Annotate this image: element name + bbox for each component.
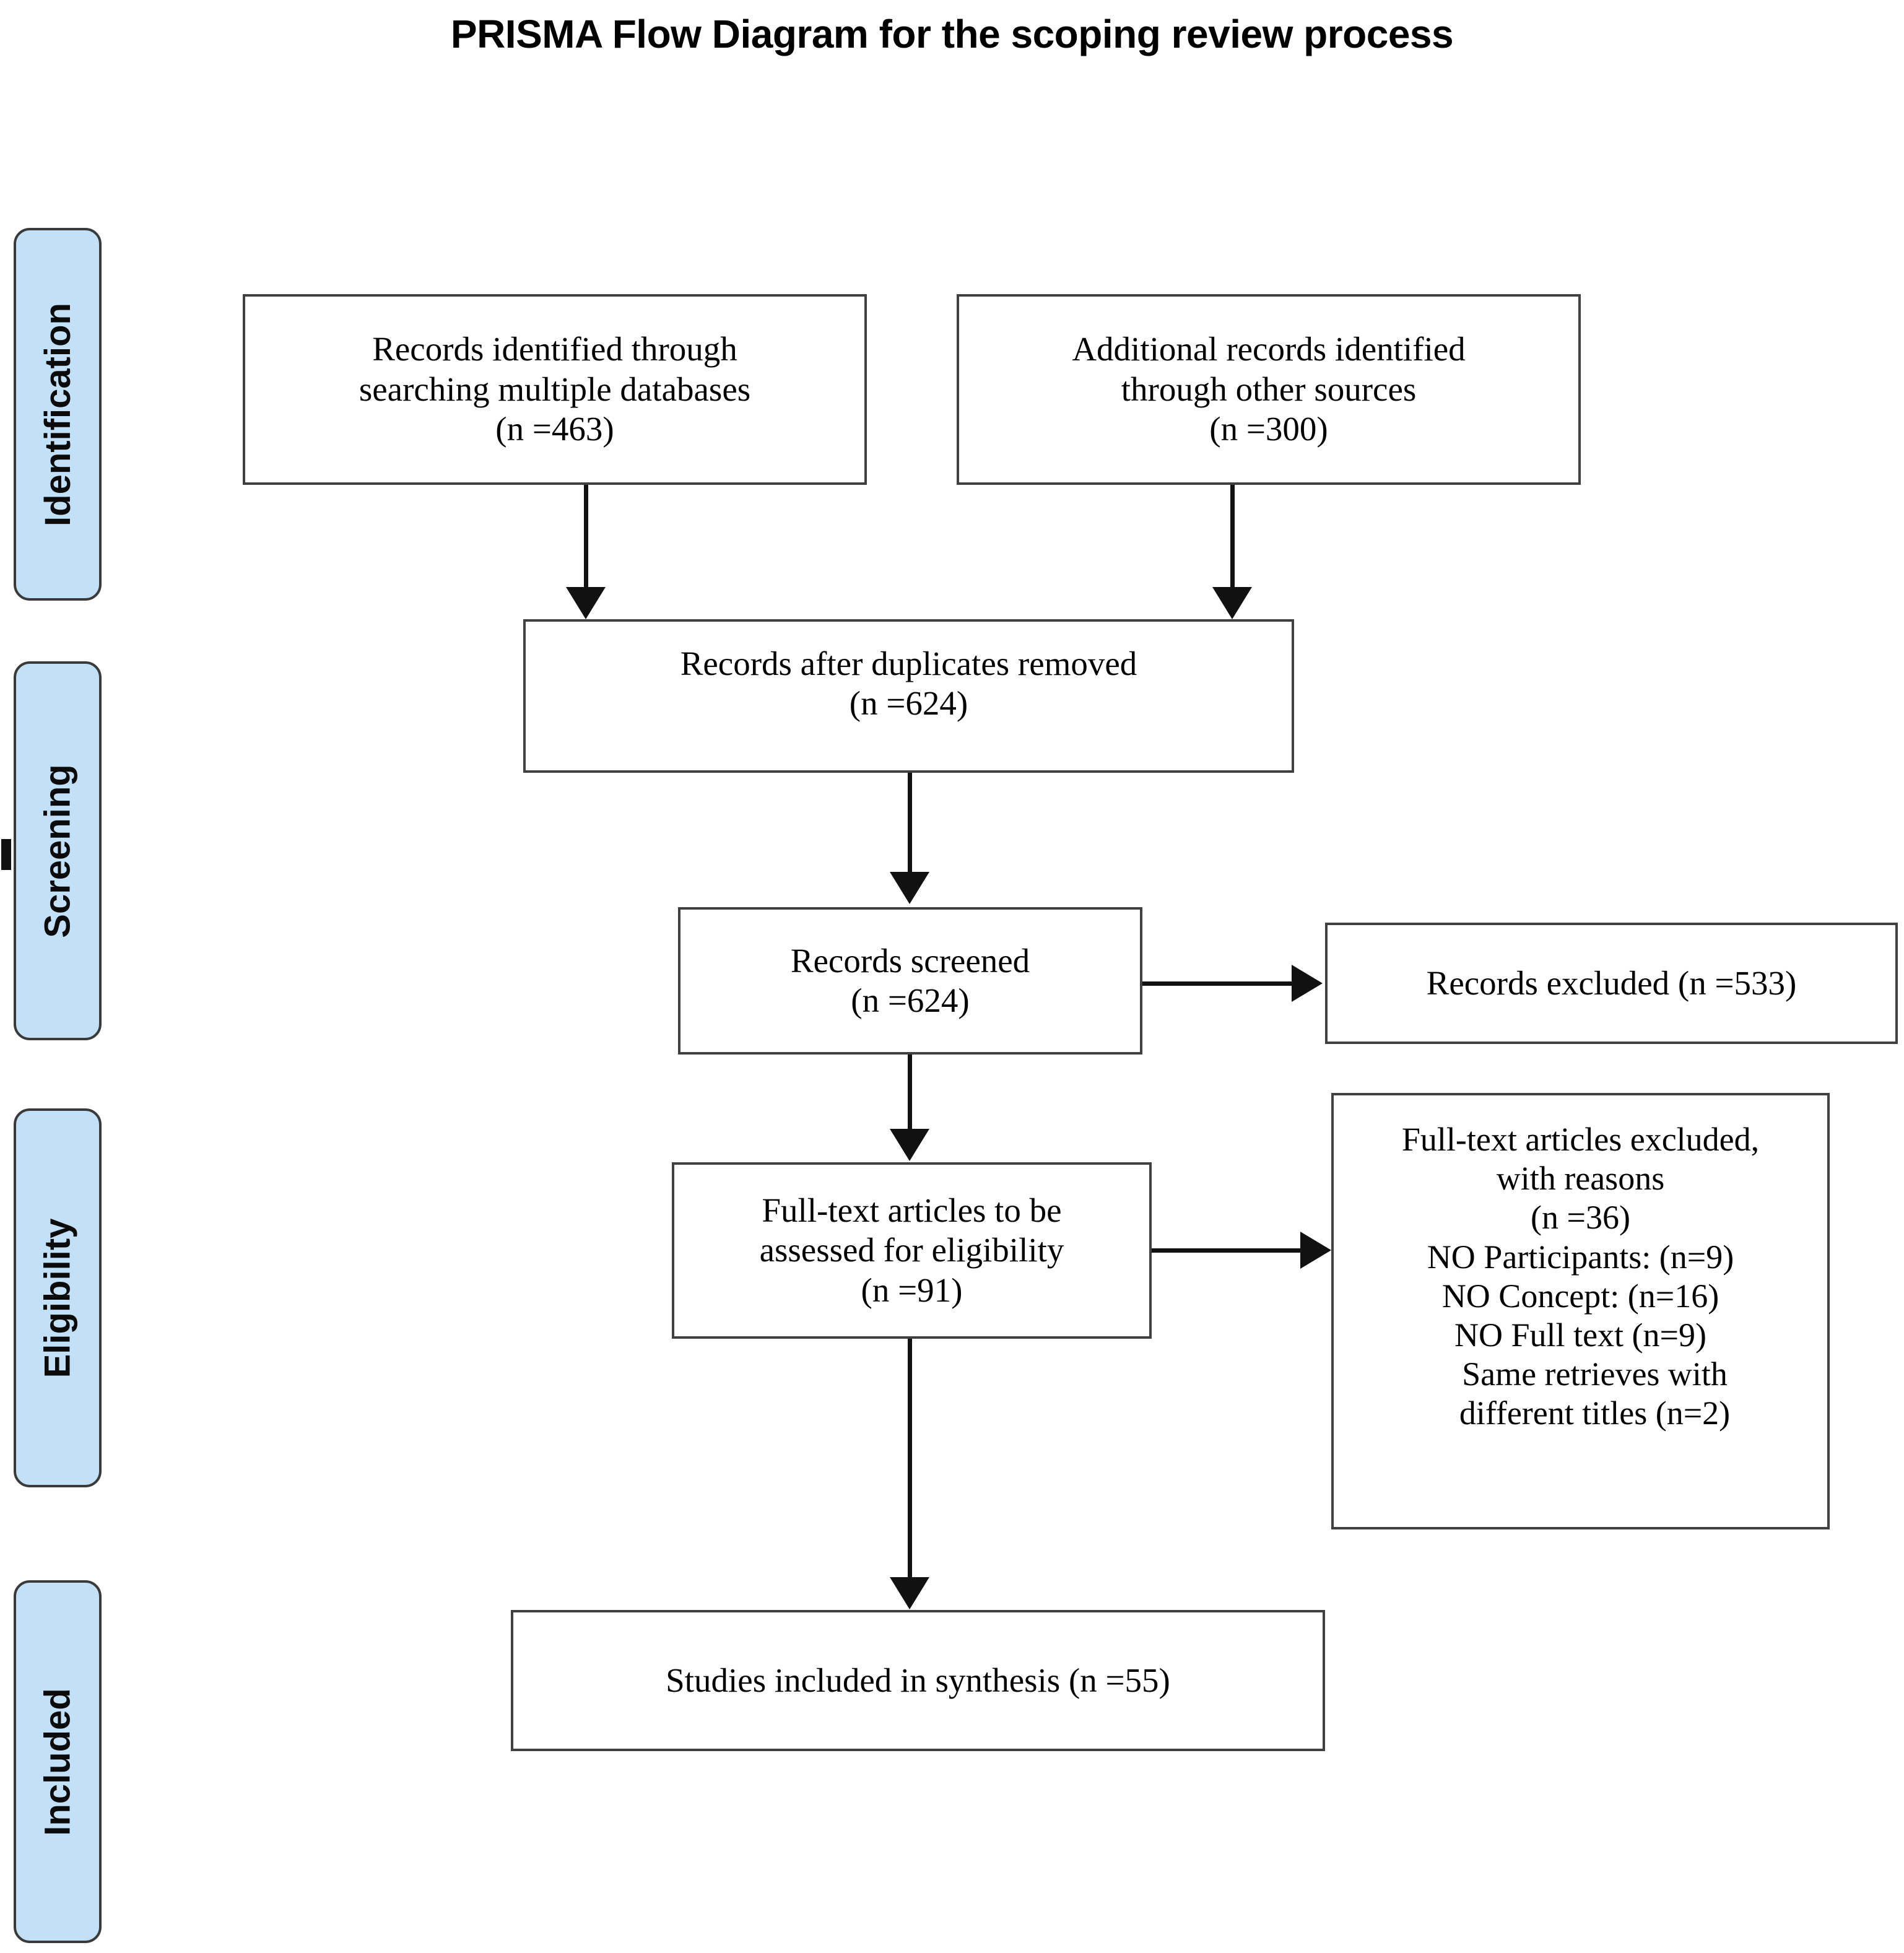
connector-fulltext-to-reasons-line [1152,1248,1303,1253]
box-other-sources-line-1: Additional records identified [1072,330,1466,368]
connector-screened-to-excluded-line [1142,981,1294,986]
connector-fulltext-to-included-line [908,1339,912,1580]
stage-label-screening: Screening [37,763,78,938]
box-reasons-reason-same-retrieves-line-2: different titles (n=2) [1459,1394,1731,1432]
box-records-excluded: Records excluded (n =533) [1325,923,1898,1044]
box-duplicates-count: (n =624) [849,684,968,723]
box-records-screened: Records screened (n =624) [678,907,1142,1055]
box-screened-count: (n =624) [851,981,970,1019]
box-records-after-duplicates-removed: Records after duplicates removed (n =624… [523,619,1294,773]
box-studies-included-in-synthesis: Studies included in synthesis (n =55) [511,1610,1325,1751]
box-reasons-reason-no-concept: NO Concept: (n=16) [1441,1277,1719,1315]
box-reasons-reason-no-full-text: NO Full text (n=9) [1454,1316,1706,1354]
box-reasons-line-1: Full-text articles excluded, [1401,1121,1760,1158]
box-fulltext-count: (n =91) [861,1271,963,1309]
arrow-right-icon-screened-to-excluded [1292,965,1323,1002]
arrow-down-icon-databases-to-duplicates [566,587,606,619]
box-fulltext-line-2: assessed for eligibility [759,1231,1064,1269]
screening-edge-tick [1,839,11,870]
arrow-down-icon-screened-to-fulltext [890,1129,929,1161]
stage-label-identification: Identification [37,302,78,526]
box-other-sources-count: (n =300) [1209,410,1328,448]
arrow-right-icon-fulltext-to-reasons [1300,1232,1331,1269]
box-records-identified-databases: Records identified through searching mul… [243,294,867,485]
box-databases-line-2: searching multiple databases [359,370,751,408]
box-other-sources-line-2: through other sources [1121,370,1417,408]
box-reasons-reason-same-retrieves-line-1: Same retrieves with [1462,1355,1728,1393]
box-reasons-line-2: with reasons [1496,1160,1665,1198]
connector-other-sources-to-duplicates-line [1230,485,1235,590]
arrow-down-icon-other-sources-to-duplicates [1212,587,1252,619]
stage-bar-identification: Identification [14,228,102,601]
box-screened-line-1: Records screened [790,941,1030,980]
stage-bar-included: Included [14,1580,102,1943]
arrow-down-icon-duplicates-to-screened [890,872,929,904]
box-fulltext-line-1: Full-text articles to be [762,1191,1062,1229]
page-title: PRISMA Flow Diagram for the scoping revi… [450,12,1454,56]
box-databases-line-1: Records identified through [372,330,737,368]
stage-label-included: Included [37,1687,78,1836]
box-records-identified-other-sources: Additional records identified through ot… [957,294,1581,485]
box-fulltext-articles-excluded-with-reasons: Full-text articles excluded, with reason… [1331,1093,1830,1529]
stage-label-eligibility: Eligibility [37,1218,78,1378]
connector-databases-to-duplicates-line [584,485,588,590]
connector-screened-to-fulltext-line [908,1055,912,1132]
box-databases-count: (n =463) [495,410,614,448]
box-included-line-1: Studies included in synthesis (n =55) [666,1661,1170,1699]
arrow-down-icon-fulltext-to-included [890,1577,929,1609]
stage-bar-screening: Screening [14,661,102,1040]
box-duplicates-line-1: Records after duplicates removed [680,645,1137,682]
connector-duplicates-to-screened-line [908,773,912,875]
box-fulltext-articles-assessed: Full-text articles to be assessed for el… [672,1162,1152,1339]
box-reasons-reason-no-participants: NO Participants: (n=9) [1427,1238,1734,1276]
stage-bar-eligibility: Eligibility [14,1108,102,1487]
box-reasons-count: (n =36) [1531,1199,1630,1237]
box-excluded-line-1: Records excluded (n =533) [1426,963,1797,1002]
